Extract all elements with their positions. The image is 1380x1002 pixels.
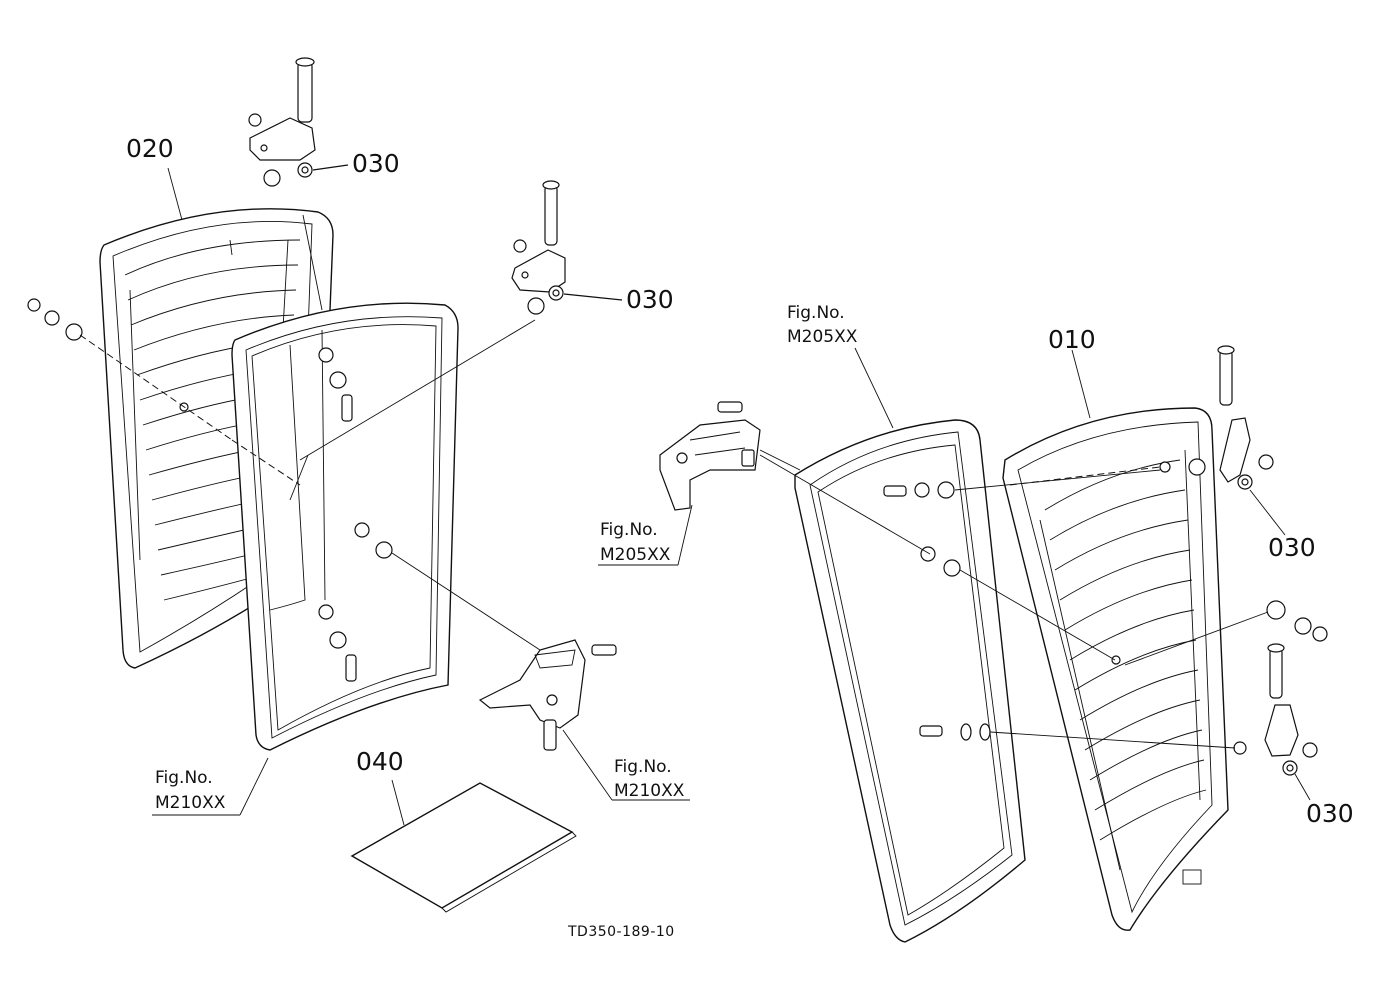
hinge-m205 — [659, 401, 761, 511]
latch-m210-right — [478, 639, 617, 751]
hinge-top-center — [511, 180, 623, 315]
panel-010 — [1002, 407, 1229, 931]
washer-chain-left — [27, 214, 541, 682]
leader-lines-left — [152, 167, 690, 826]
label-030-d: 030 — [1306, 799, 1354, 828]
label-010: 010 — [1048, 325, 1096, 354]
ref-m205-lower-title: Fig.No. — [600, 520, 658, 540]
ref-m205-lower-code: M205XX — [600, 545, 671, 565]
hinge-right-bottom — [1233, 643, 1318, 801]
ref-m210-left-title: Fig.No. — [155, 768, 213, 788]
hinge-right-middle — [1124, 600, 1328, 666]
glass-panel-m210-left — [231, 302, 459, 751]
washer-chain-right — [759, 449, 1236, 749]
ref-m210-right-title: Fig.No. — [614, 757, 672, 777]
leader-lines-right — [598, 347, 1091, 566]
ref-m205-upper-code: M205XX — [787, 327, 858, 347]
ref-m205-upper-title: Fig.No. — [787, 303, 845, 323]
hinge-top-left — [248, 57, 349, 187]
label-040: 040 — [356, 747, 404, 776]
label-030-c: 030 — [1268, 533, 1316, 562]
ref-m210-right-code: M210XX — [614, 781, 685, 801]
sheet-040 — [350, 782, 577, 913]
hinge-right-top — [1159, 345, 1286, 536]
ref-m210-left-code: M210XX — [155, 793, 226, 813]
label-030-a: 030 — [352, 149, 400, 178]
label-030-b: 030 — [626, 285, 674, 314]
drawing-id: TD350-189-10 — [567, 924, 675, 940]
label-020: 020 — [126, 134, 174, 163]
glass-panel-m205 — [794, 419, 1026, 943]
